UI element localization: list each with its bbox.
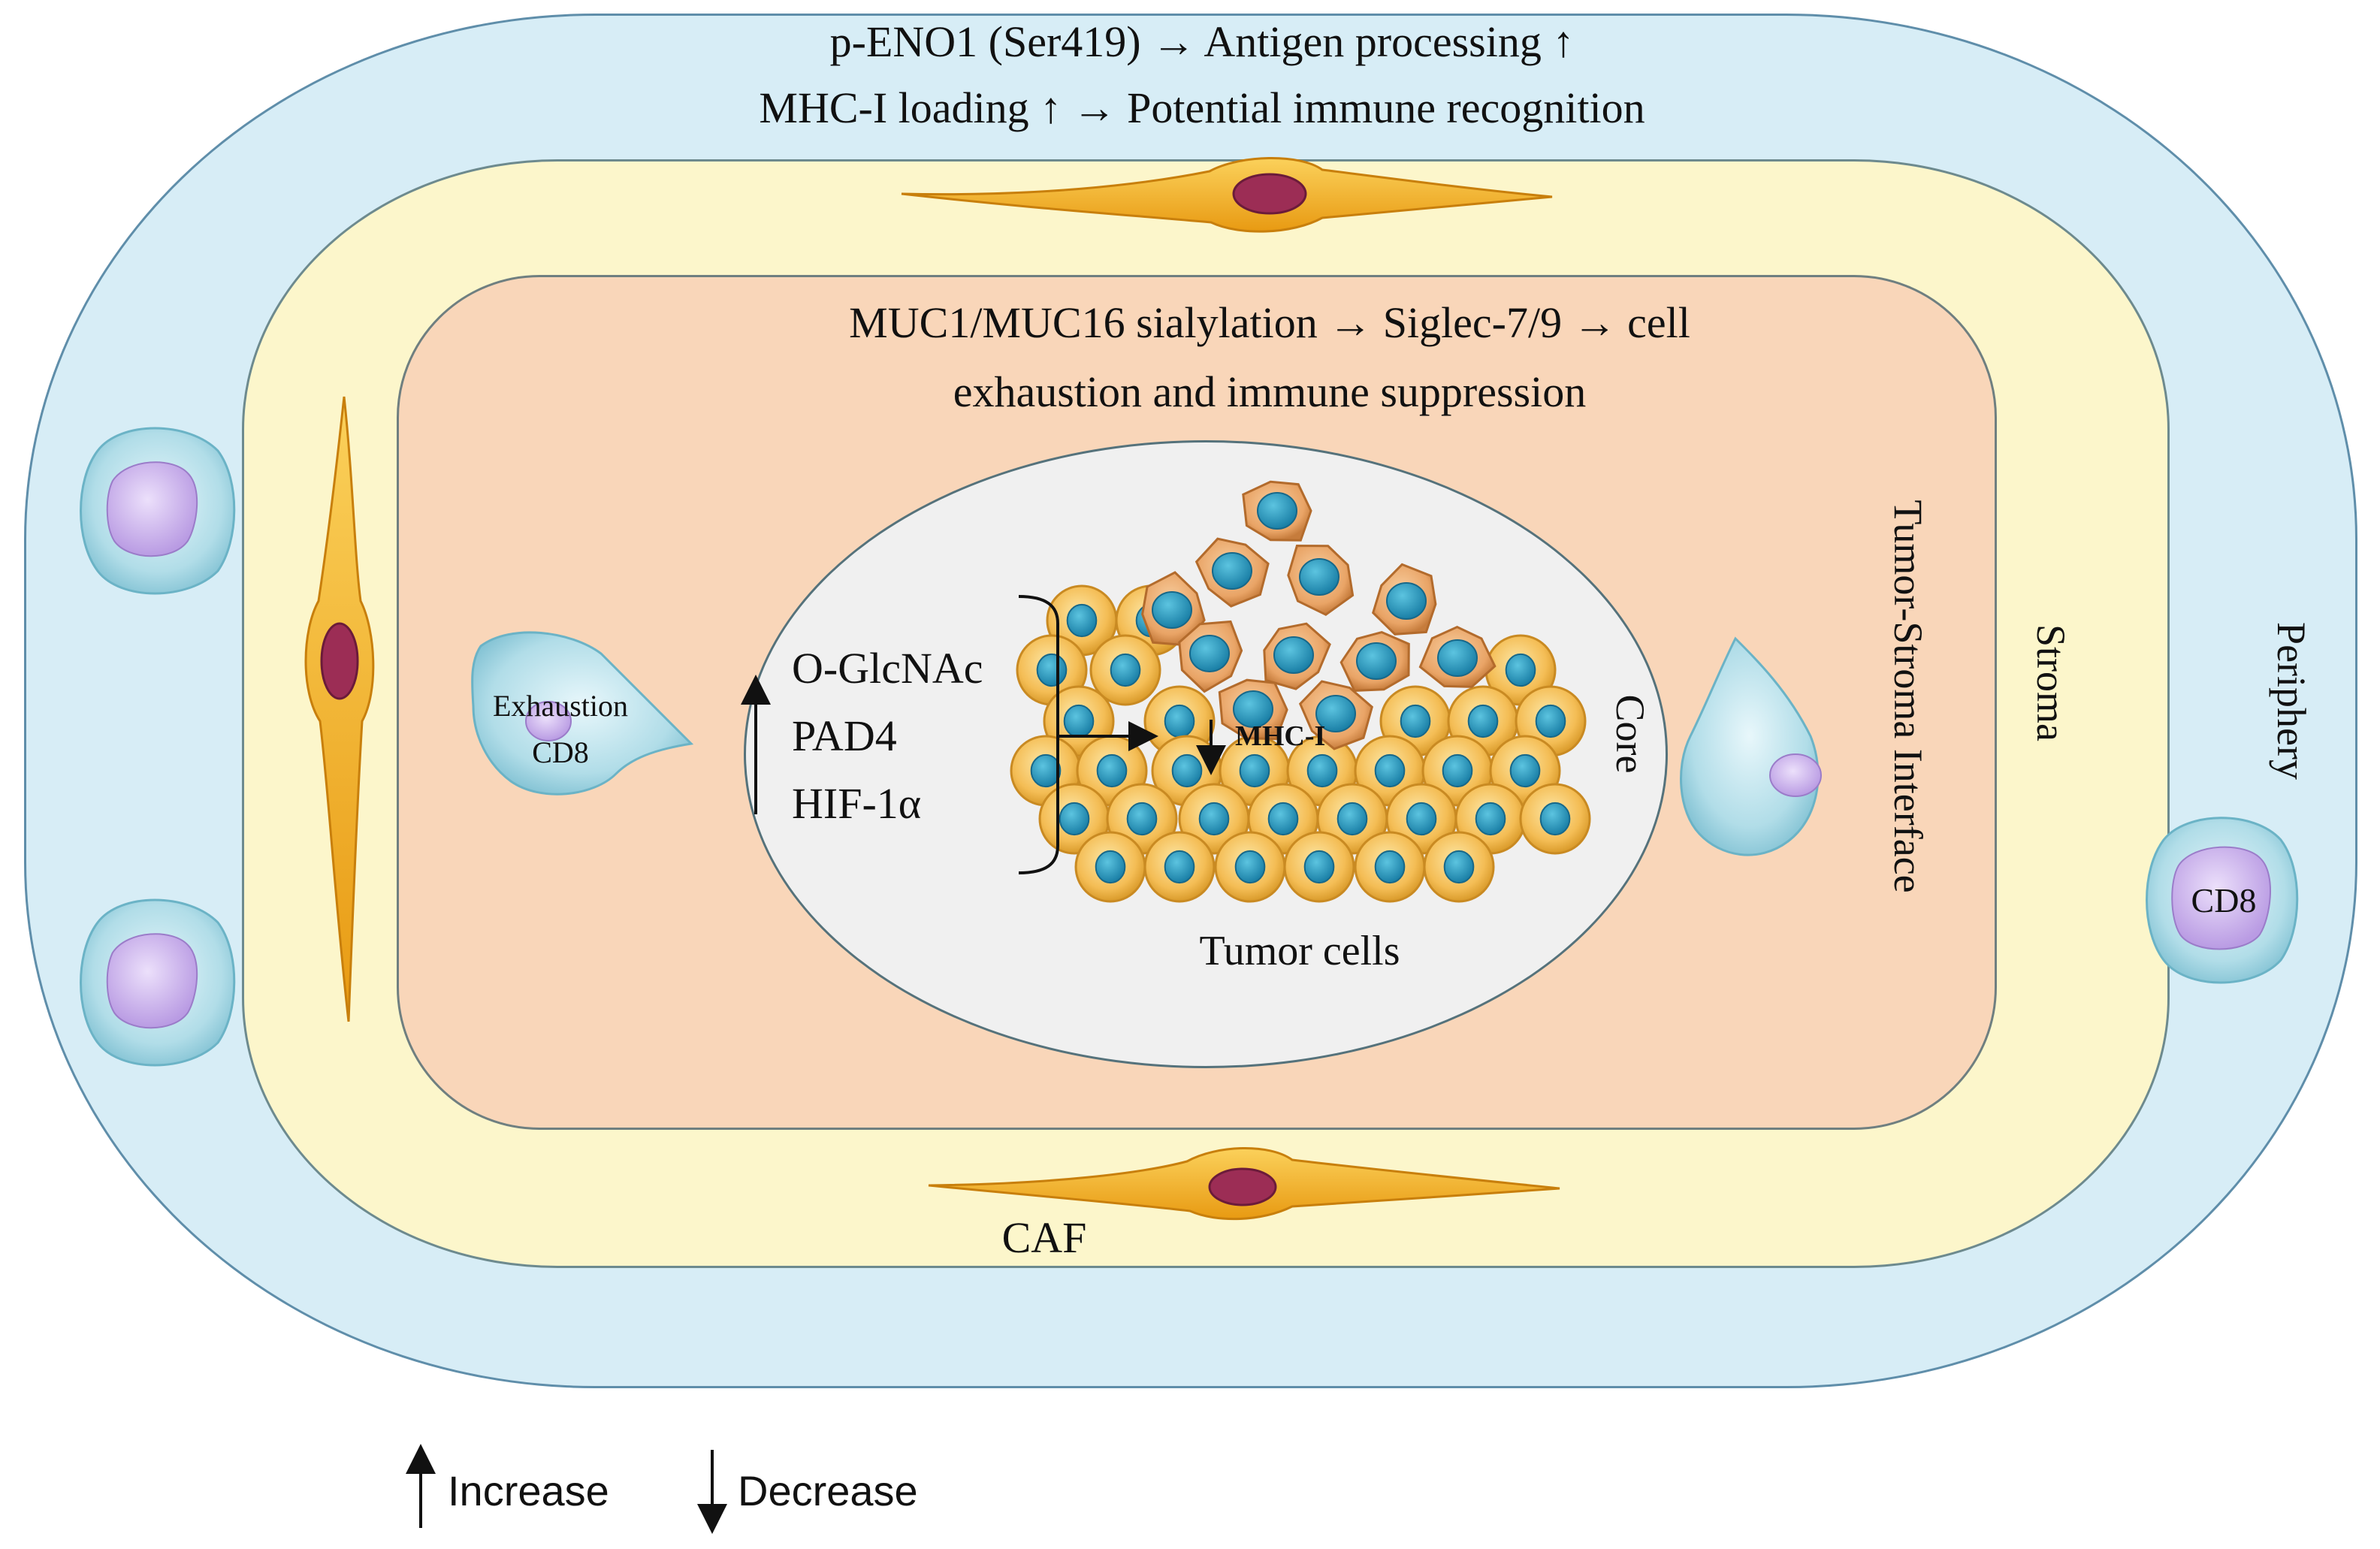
- immune-cell-interface-right: [1680, 636, 1822, 856]
- tumor-cell: [1178, 620, 1243, 693]
- periphery-text-line2: MHC-I loading ↑ → Potential immune recog…: [759, 83, 1645, 132]
- periphery-label: Periphery: [2269, 622, 2314, 780]
- tumor-cell: [1287, 544, 1355, 616]
- exhausted-cd8-cell: [471, 631, 694, 796]
- tumor-cell: [1242, 480, 1312, 542]
- tumor-cell: [1074, 831, 1146, 903]
- tumor-cell: [1418, 625, 1497, 688]
- caf-cell-top: [901, 156, 1553, 233]
- tumor-cell-cluster: [1010, 480, 1591, 903]
- caf-cell-left: [304, 396, 375, 1022]
- tumor-cell: [1263, 622, 1331, 690]
- periphery-text-line1: p-ENO1 (Ser419) → Antigen processing ↑: [829, 17, 1575, 66]
- tumor-cell: [1423, 831, 1495, 903]
- tumor-cell: [1519, 783, 1591, 855]
- tumor-cell: [1298, 680, 1374, 750]
- exhaustion-cd8-label: CD8: [532, 735, 589, 769]
- immune-cell-periphery-right-cd8: [2146, 817, 2299, 984]
- tumor-cell: [1214, 831, 1286, 903]
- interface-text-line2: exhaustion and immune suppression: [953, 367, 1587, 416]
- tumor-cell: [1340, 631, 1410, 692]
- marker-pad4: PAD4: [792, 711, 897, 760]
- interface-label: Tumor-Stroma Interface: [1886, 500, 1931, 893]
- legend-increase-label: Increase: [448, 1467, 609, 1514]
- tumor-cell: [1283, 831, 1355, 903]
- legend-decrease-label: Decrease: [738, 1467, 918, 1514]
- tumor-cell: [1371, 563, 1437, 636]
- caf-label: CAF: [1001, 1213, 1087, 1262]
- immune-cell-periphery-left-2: [80, 898, 236, 1067]
- interface-text-line1: MUC1/MUC16 sialylation → Siglec-7/9 → ce…: [849, 298, 1690, 347]
- periphery-cd8-label: CD8: [2191, 881, 2257, 919]
- tumor-cell: [1143, 831, 1216, 903]
- tumor-cell: [1354, 831, 1426, 903]
- tumor-cells-label: Tumor cells: [1199, 928, 1400, 974]
- caf-cell-bottom: [928, 1146, 1560, 1221]
- marker-hif1a: HIF-1α: [792, 779, 922, 828]
- mhc-i-label: MHC-I: [1235, 720, 1326, 752]
- tumor-cell: [1218, 678, 1288, 741]
- tumor-cell: [1195, 537, 1270, 608]
- marker-o-glcnac: O-GlcNAc: [792, 644, 983, 693]
- tumor-cell: [1089, 634, 1161, 706]
- immune-cell-periphery-left-1: [80, 427, 236, 595]
- tumor-cell: [1141, 571, 1206, 647]
- exhaustion-label: Exhaustion: [493, 689, 628, 723]
- tumor-cell: [1043, 685, 1115, 757]
- core-label: Core: [1608, 694, 1653, 774]
- stroma-label: Stroma: [2028, 624, 2073, 741]
